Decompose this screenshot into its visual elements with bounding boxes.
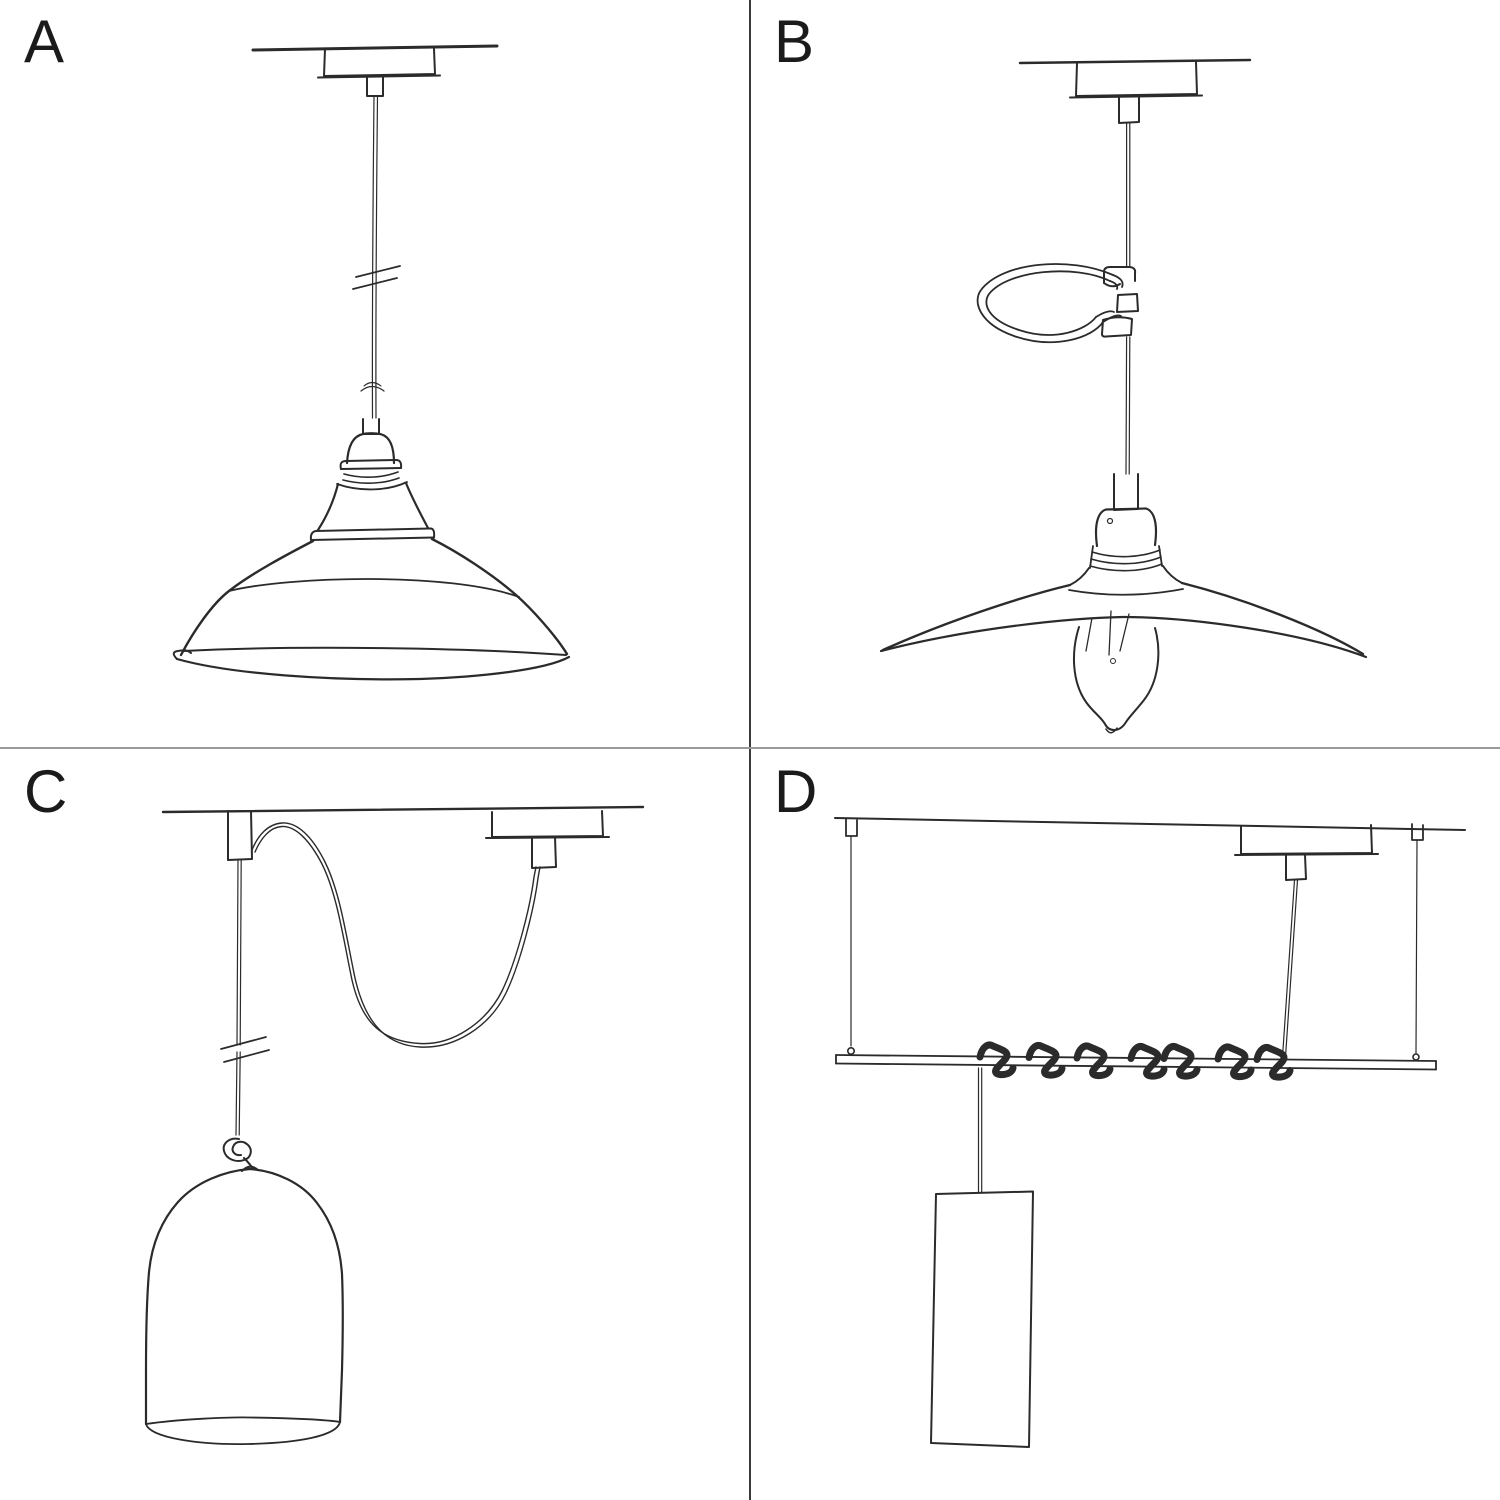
ceiling-rose: [485, 810, 610, 869]
panel-c: C: [0, 750, 750, 1500]
filament-mark: [1108, 610, 1112, 656]
filament-mark: [1085, 617, 1093, 652]
horizontal-divider: [0, 747, 1500, 749]
panel-b-label: B: [774, 8, 815, 75]
lamp-holder: [1068, 473, 1184, 596]
cylinder-shade: [930, 1190, 1034, 1448]
drop-cable: [220, 859, 270, 1136]
cable-break-mark: [220, 1036, 267, 1050]
ceiling-rose: [1069, 61, 1203, 124]
flat-plate-shade: [879, 581, 1368, 659]
ceiling-rose: [317, 48, 441, 97]
cable-chevron-mark: [363, 381, 382, 387]
left-suspension-cable: [845, 818, 858, 1055]
bowl-shade: [172, 537, 571, 681]
bell-shade: [144, 1165, 344, 1445]
ceiling-line: [1018, 58, 1252, 65]
ceiling-line: [251, 44, 499, 52]
light-bulb: [1073, 610, 1160, 734]
swag-pendant-bell-shade-hook-knot-sketch: [144, 805, 645, 1445]
suspension-bar: [835, 1054, 1437, 1071]
drop-cable: [977, 1067, 983, 1193]
bar-suspension-cylinder-shade-coiled-cable-sketch: [834, 817, 1466, 1448]
filament-dot: [1110, 658, 1116, 664]
pendant-bowl-shade-straight-cable-sketch: [172, 44, 571, 681]
ceiling-line: [834, 817, 1466, 831]
cable-tie-loop: [976, 263, 1139, 343]
cable-knot: [222, 1137, 254, 1170]
vertical-divider: [749, 0, 751, 1500]
panel-a: A: [0, 0, 750, 750]
panel-d-label: D: [774, 758, 818, 825]
right-suspension-cable: [1411, 823, 1424, 1061]
panel-a-label: A: [24, 8, 65, 75]
lamp-holder: [309, 418, 436, 541]
panel-d: D: [750, 750, 1500, 1500]
ceiling-rose: [1234, 824, 1379, 1058]
ceiling-hook: [227, 810, 253, 861]
coiled-cable: [976, 1041, 1294, 1081]
cable-break-mark: [355, 265, 401, 278]
filament-mark: [1119, 613, 1130, 652]
pendant-flat-shade-exposed-bulb-cable-tie-sketch: [879, 58, 1368, 734]
pendant-cable: [1125, 122, 1131, 475]
panel-c-label: C: [24, 758, 68, 825]
swag-cable: [251, 822, 541, 1048]
cable-break-mark: [223, 1049, 270, 1063]
ceiling-line: [161, 805, 645, 814]
cable-chevron-mark: [360, 385, 385, 392]
cable-break-mark: [352, 277, 398, 290]
pendant-cable: [352, 95, 401, 419]
panel-b: B: [750, 0, 1500, 750]
